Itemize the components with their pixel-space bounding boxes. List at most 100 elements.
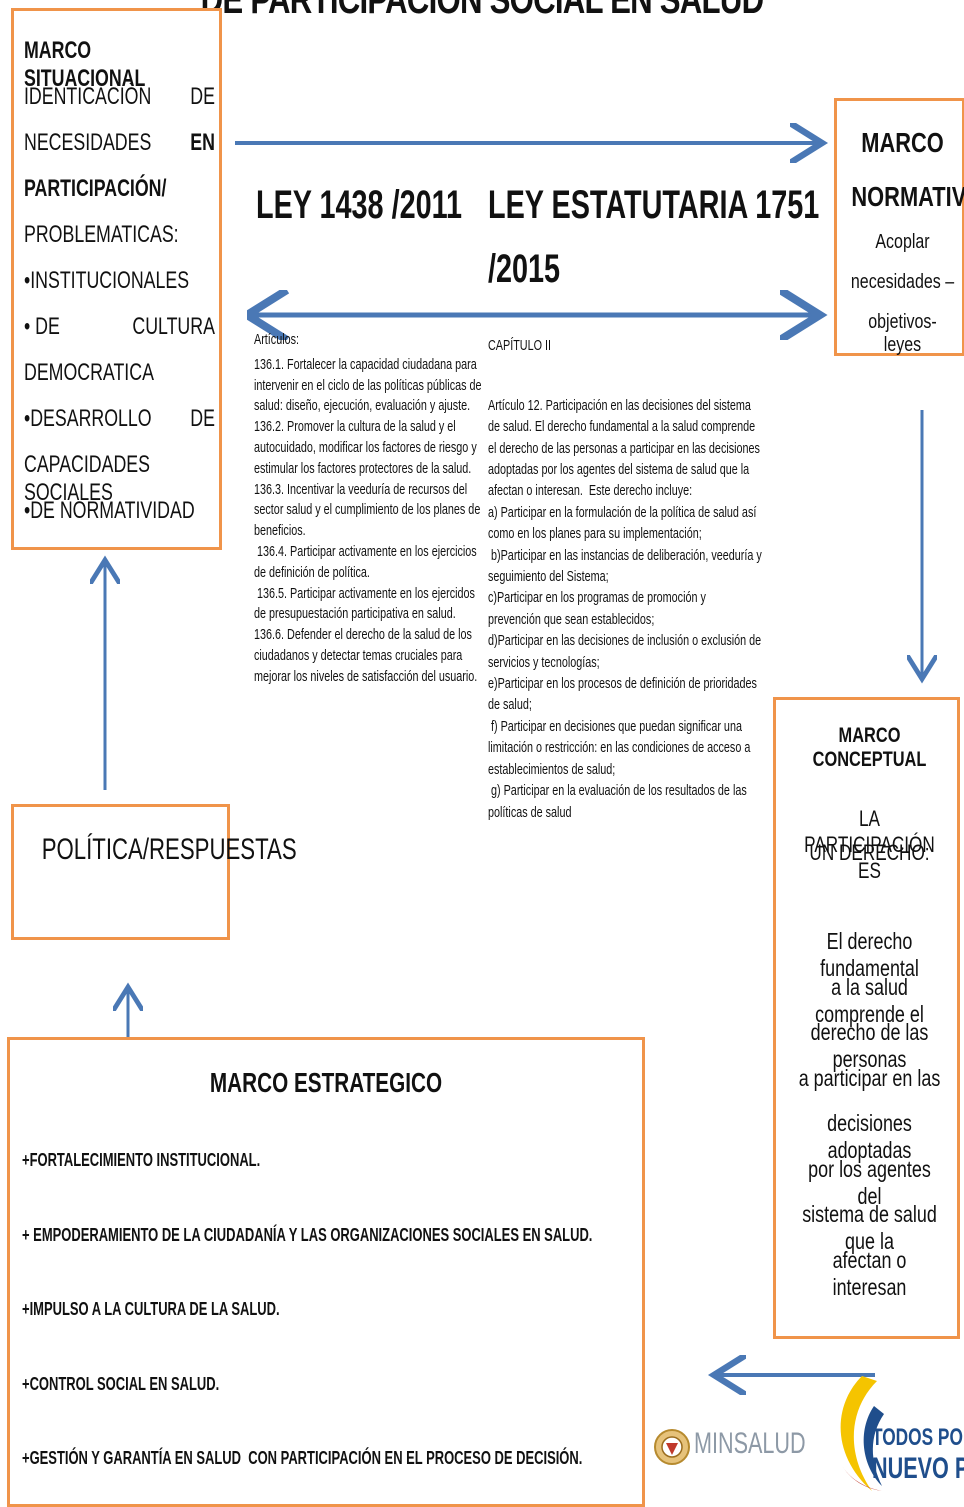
conceptual-body-line: decisiones adoptadas	[827, 1110, 912, 1163]
situacional-line: NECESIDADES EN	[24, 129, 215, 157]
ley-1751-line: e)Participar en los procesos de definici…	[488, 675, 757, 693]
situacional-line: PROBLEMATICAS:	[24, 221, 179, 248]
marco-conceptual-title: MARCO CONCEPTUAL	[812, 724, 927, 771]
marco-normativo-box: MARCO NORMATIVO Acoplar necesidades – ob…	[834, 98, 964, 356]
conceptual-body-line: a la salud comprende el	[815, 973, 924, 1027]
situacional-text: DE	[190, 405, 215, 432]
ley-1438-line: sector salud y el cumplimiento de los pl…	[254, 501, 481, 519]
conceptual-body-line: afectan o interesan	[832, 1246, 907, 1300]
situacional-text: •DESARROLLO	[24, 405, 152, 432]
ley-1751-line: f) Participar en decisiones que puedan s…	[488, 717, 742, 735]
ley-1751-title-line2: /2015	[488, 247, 561, 291]
situacional-text: DE	[190, 83, 215, 110]
page-title: DE PARTICIPACIÓN SOCIAL EN SALUD	[200, 0, 764, 22]
situacional-line: DEMOCRATICA	[24, 359, 154, 386]
ley-1438-line: autocuidado, modificar los factores de r…	[254, 438, 477, 456]
ley-1751-line: Artículo 12. Participación en las decisi…	[488, 396, 751, 414]
ley-1438-line: de presupuestación participativa en salu…	[254, 605, 456, 623]
situacional-line: IDENTICACIÒN DE	[24, 83, 215, 111]
ley-1751-line: a) Participar en la formulación de la po…	[488, 503, 757, 521]
ley-1751-heading: CAPÍTULO II	[488, 337, 552, 354]
marco-estrategico-box: MARCO ESTRATEGICO +FORTALECIMIENTO INSTI…	[7, 1037, 645, 1507]
minsalud-label: MINSALUD	[694, 1427, 806, 1460]
ley-1438-heading: Artículos:	[254, 331, 300, 348]
ley-1438-line: mejorar los niveles de satisfacción del …	[254, 667, 478, 685]
situacional-text: NECESIDADES	[24, 129, 152, 156]
marco-normativo-title-2: NORMATIVO	[851, 181, 964, 212]
marco-situacional-title: MARCO SITUACIONAL	[24, 37, 146, 92]
ley-1751-text: CAPÍTULO II Artículo 12. Participación e…	[488, 336, 762, 823]
situacional-line: •INSTITUCIONALES	[24, 267, 190, 294]
ley-1438-line: salud: diseño, ejecución, evaluación y a…	[254, 397, 471, 415]
ley-1438-line: 136.6. Defender el derecho de la salud d…	[254, 626, 472, 644]
marco-normativo-title-1: MARCO	[861, 127, 944, 158]
ley-1751-line: limitación o restricción: en las condici…	[488, 739, 751, 757]
ley-1751-line: d)Participar en las decisiones de inclus…	[488, 632, 762, 650]
ley-1438-lines: 136.1. Fortalecer la capacidad ciudadana…	[254, 355, 482, 688]
situacional-text: IDENTICACIÒN	[24, 83, 152, 110]
minsalud-logo: MINSALUD	[652, 1415, 806, 1485]
ley-1751-line: establecimientos de salud;	[488, 760, 616, 778]
ley-1438-line: 136.3. Incentivar la veeduría de recurso…	[254, 480, 468, 498]
normativo-line: necesidades –	[850, 271, 955, 293]
ley-1751-line: como en los planes para su implementació…	[488, 525, 702, 543]
conceptual-subtitle-line: UN DERECHO:	[809, 840, 930, 865]
ley-1438-line: 136.2. Promover la cultura de la salud y…	[254, 418, 456, 436]
conceptual-body-line: El derecho fundamental	[820, 928, 919, 981]
ley-1751-line: seguimiento del Sistema;	[488, 568, 609, 586]
estrategico-item: +GESTIÓN Y GARANTÍA EN SALUD CON PARTICI…	[22, 1448, 583, 1468]
nuevo-pais-logo: TODOS POR UN NUEVO PAÍS	[822, 1372, 964, 1499]
ley-1751-line: políticas de salud	[488, 803, 572, 821]
estrategico-item: +CONTROL SOCIAL EN SALUD.	[22, 1373, 220, 1394]
ley-1751-line: de salud. El derecho fundamental a la sa…	[488, 418, 756, 436]
ley-1751-line: afectan o interesan. Este derecho incluy…	[488, 482, 693, 500]
conceptual-body-line: por los agentes del	[808, 1155, 931, 1209]
situacional-text: EN	[190, 129, 215, 156]
situacional-line: PARTICIPACIÓN/	[24, 175, 167, 202]
marco-estrategico-title: MARCO ESTRATEGICO	[209, 1067, 443, 1098]
normativo-line: objetivos- leyes	[868, 311, 937, 356]
nuevo-pais-swoosh-icon	[840, 1376, 884, 1491]
ley-1751-line: servicios y tecnologías;	[488, 653, 600, 671]
marco-situacional-box: MARCO SITUACIONAL IDENTICACIÒN DE NECESI…	[11, 8, 222, 550]
situacional-text: • DE	[24, 313, 60, 340]
situacional-line: •DESARROLLO DE	[24, 405, 215, 433]
ley-1751-line: el derecho de las personas a participar …	[488, 439, 760, 457]
conceptual-body-line: a participar en las	[798, 1064, 941, 1091]
ley-1438-text: Artículos: 136.1. Fortalecer la capacida…	[254, 330, 482, 688]
situacional-text: CULTURA	[132, 313, 215, 340]
ley-1438-line: de definición de política.	[254, 563, 370, 581]
ley-1438-line: beneficios.	[254, 522, 306, 540]
ley-1438-line: intervenir en el ciclo de las políticas …	[254, 376, 482, 394]
situacional-line: CAPACIDADES SOCIALES	[24, 451, 150, 506]
nuevo-pais-line2: NUEVO PAÍS	[872, 1452, 964, 1485]
ley-1751-title-line1: LEY ESTATUTARIA 1751	[488, 183, 820, 227]
ley-1751-line: de salud;	[488, 696, 532, 714]
ley-1438-line: 136.4. Participar activamente en los eje…	[254, 542, 477, 560]
ley-1751-line: adoptadas por los agentes del sistema de…	[488, 461, 750, 479]
nuevo-pais-line1: TODOS POR UN	[872, 1424, 964, 1451]
ley-1438-line: 136.5. Participar activamente en los eje…	[254, 584, 475, 602]
estrategico-item: +IMPULSO A LA CULTURA DE LA SALUD.	[22, 1299, 280, 1319]
estrategico-item: +FORTALECIMIENTO INSTITUCIONAL.	[22, 1150, 261, 1170]
situacional-line: •DE NORMATIVIDAD	[24, 497, 195, 524]
coat-of-arms-icon	[654, 1429, 690, 1465]
situacional-line: • DE CULTURA	[24, 313, 215, 341]
conceptual-body-line: derecho de las personas	[810, 1019, 929, 1072]
politica-respuestas-box: POLÍTICA/RESPUESTAS	[11, 804, 297, 940]
ley-1751-line: g) Participar en la evaluación de los re…	[488, 782, 747, 800]
ley-1438-line: ciudadanos y detectar temas cruciales pa…	[254, 646, 463, 664]
conceptual-subtitle-line: LA PARTICIPACIÓN ES	[804, 806, 935, 883]
ley-1751-line: prevención que sean establecidos;	[488, 610, 655, 628]
ley-1438-title: LEY 1438 /2011	[256, 183, 463, 227]
politica-respuestas-label: POLÍTICA/RESPUESTAS	[41, 833, 297, 866]
conceptual-body-line: sistema de salud que la	[802, 1201, 937, 1254]
ley-1751-line: b)Participar en las instancias de delibe…	[488, 546, 762, 564]
ley-1751-line: c)Participar en los programas de promoci…	[488, 589, 706, 607]
normativo-line: Acoplar	[875, 231, 930, 253]
ley-1438-line: estimular los factores protectores de la…	[254, 459, 472, 477]
ley-1751-lines: Artículo 12. Participación en las decisi…	[488, 395, 762, 823]
estrategico-item: + EMPODERAMIENTO DE LA CIUDADANÍA Y LAS …	[22, 1224, 593, 1245]
